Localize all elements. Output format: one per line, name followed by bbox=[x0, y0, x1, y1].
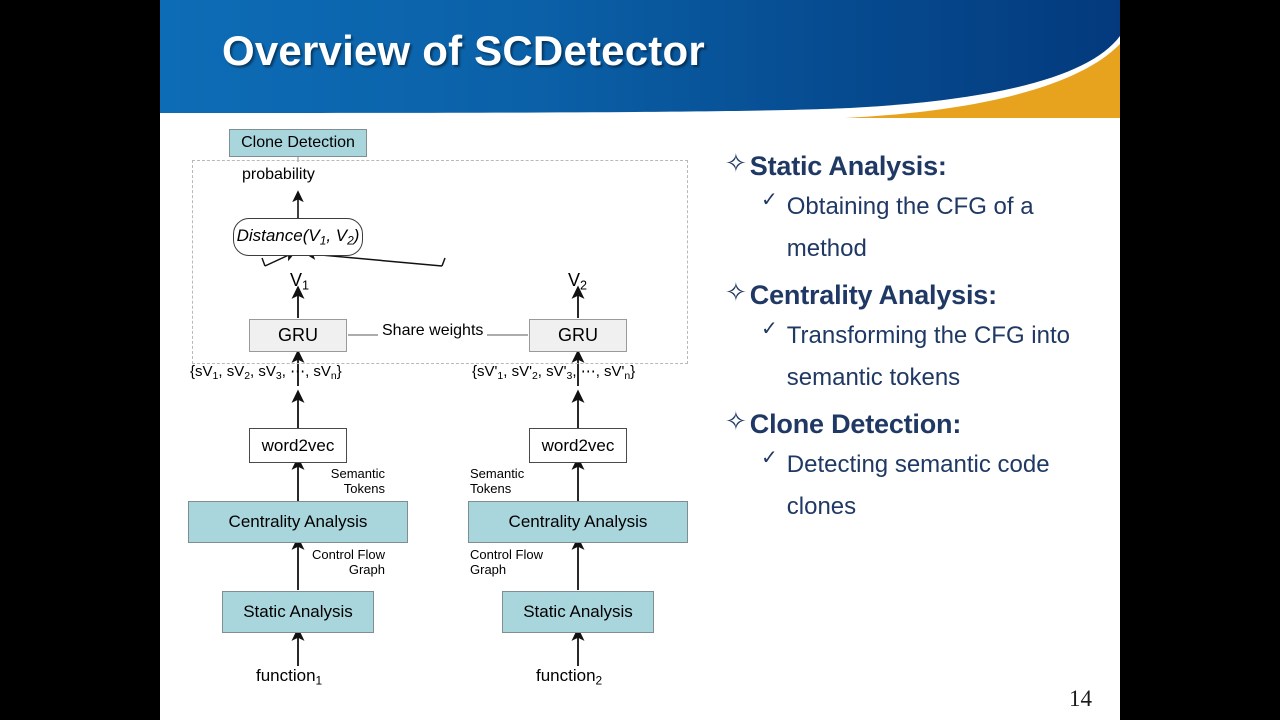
semantic-tokens-right-line1: Semantic bbox=[470, 466, 525, 481]
letterbox-bar-right bbox=[1120, 0, 1280, 720]
clone-detection-box[interactable]: Clone Detection bbox=[229, 129, 367, 157]
summary-bullet-list: ✧ Static Analysis: ✓ Obtaining the CFG o… bbox=[725, 150, 1115, 537]
header-background bbox=[160, 0, 1120, 118]
function2-label: function2 bbox=[536, 666, 603, 688]
control-flow-graph-label-right: Control Flow Graph bbox=[470, 547, 550, 577]
word2vec-box-right[interactable]: word2vec bbox=[529, 428, 627, 463]
control-flow-graph-label-left: Control Flow Graph bbox=[305, 547, 385, 577]
siamese-network-region bbox=[192, 160, 688, 364]
sub-bullet-text-centrality-analysis: Transforming the CFG into semantic token… bbox=[786, 322, 1070, 391]
share-weights-label: Share weights bbox=[378, 322, 488, 340]
semantic-tokens-label-left: Semantic Tokens bbox=[305, 466, 385, 496]
slide-header: Overview of SCDetector bbox=[160, 0, 1120, 118]
sub-bullet-text-static-analysis: Obtaining the CFG of a method bbox=[786, 193, 1034, 262]
centrality-analysis-box-left[interactable]: Centrality Analysis bbox=[188, 501, 408, 543]
check-icon: ✓ bbox=[761, 316, 778, 341]
star-icon: ✧ bbox=[725, 149, 747, 179]
cfg-right-line1: Control Flow bbox=[470, 547, 543, 562]
presentation-slide: Overview of SCDetector bbox=[160, 0, 1120, 720]
sub-bullet-centrality-analysis: ✓ Transforming the CFG into semantic tok… bbox=[761, 315, 1115, 398]
semantic-tokens-left-line1: Semantic bbox=[330, 466, 385, 481]
semantic-vector-set-left: {sV1, sV2, sV3, ⋯, sVn} bbox=[190, 363, 342, 382]
gru-box-left[interactable]: GRU bbox=[249, 319, 347, 352]
bullet-item-static-analysis: ✧ Static Analysis: bbox=[725, 150, 1115, 182]
centrality-analysis-box-right[interactable]: Centrality Analysis bbox=[468, 501, 688, 543]
bullet-heading-centrality-analysis: Centrality Analysis: bbox=[749, 279, 997, 310]
bullet-item-centrality-analysis: ✧ Centrality Analysis: bbox=[725, 279, 1115, 311]
semantic-vector-set-right: {sV'1, sV'2, sV'3, ⋯, sV'n} bbox=[472, 363, 636, 382]
distance-node[interactable]: Distance(V1, V2) bbox=[233, 218, 363, 256]
static-analysis-box-left[interactable]: Static Analysis bbox=[222, 591, 374, 633]
static-analysis-box-right[interactable]: Static Analysis bbox=[502, 591, 654, 633]
function1-label: function1 bbox=[256, 666, 323, 688]
page-number: 14 bbox=[1069, 686, 1092, 711]
star-icon: ✧ bbox=[725, 277, 747, 308]
check-icon: ✓ bbox=[761, 187, 778, 212]
probability-label: probability bbox=[242, 166, 315, 183]
page-title: Overview of SCDetector bbox=[222, 27, 705, 74]
bullet-heading-static-analysis: Static Analysis: bbox=[749, 151, 947, 181]
semantic-tokens-label-right: Semantic Tokens bbox=[470, 466, 550, 496]
word2vec-box-left[interactable]: word2vec bbox=[249, 428, 347, 463]
sub-bullet-text-clone-detection: Detecting semantic code clones bbox=[786, 451, 1050, 520]
letterbox-bar-left bbox=[0, 0, 160, 720]
gru-box-right[interactable]: GRU bbox=[529, 319, 627, 352]
cfg-right-line2: Graph bbox=[470, 561, 507, 577]
bullet-heading-clone-detection: Clone Detection: bbox=[749, 408, 962, 439]
vector-v1-label: V1 bbox=[290, 270, 310, 293]
bullet-item-clone-detection: ✧ Clone Detection: bbox=[725, 408, 1115, 440]
sub-bullet-static-analysis: ✓ Obtaining the CFG of a method bbox=[761, 186, 1115, 269]
sub-bullet-clone-detection: ✓ Detecting semantic code clones bbox=[761, 444, 1115, 527]
cfg-left-line1: Control Flow bbox=[312, 547, 385, 562]
cfg-left-line2: Graph bbox=[348, 561, 385, 577]
check-icon: ✓ bbox=[761, 445, 778, 470]
scdetector-architecture-diagram: Clone Detection probability Distance(V1,… bbox=[160, 118, 720, 720]
semantic-tokens-right-line2: Tokens bbox=[470, 480, 512, 496]
semantic-tokens-left-line2: Tokens bbox=[343, 480, 385, 496]
star-icon: ✧ bbox=[725, 406, 747, 437]
distance-node-label: Distance(V1, V2) bbox=[236, 226, 360, 248]
vector-v2-label: V2 bbox=[568, 270, 588, 293]
